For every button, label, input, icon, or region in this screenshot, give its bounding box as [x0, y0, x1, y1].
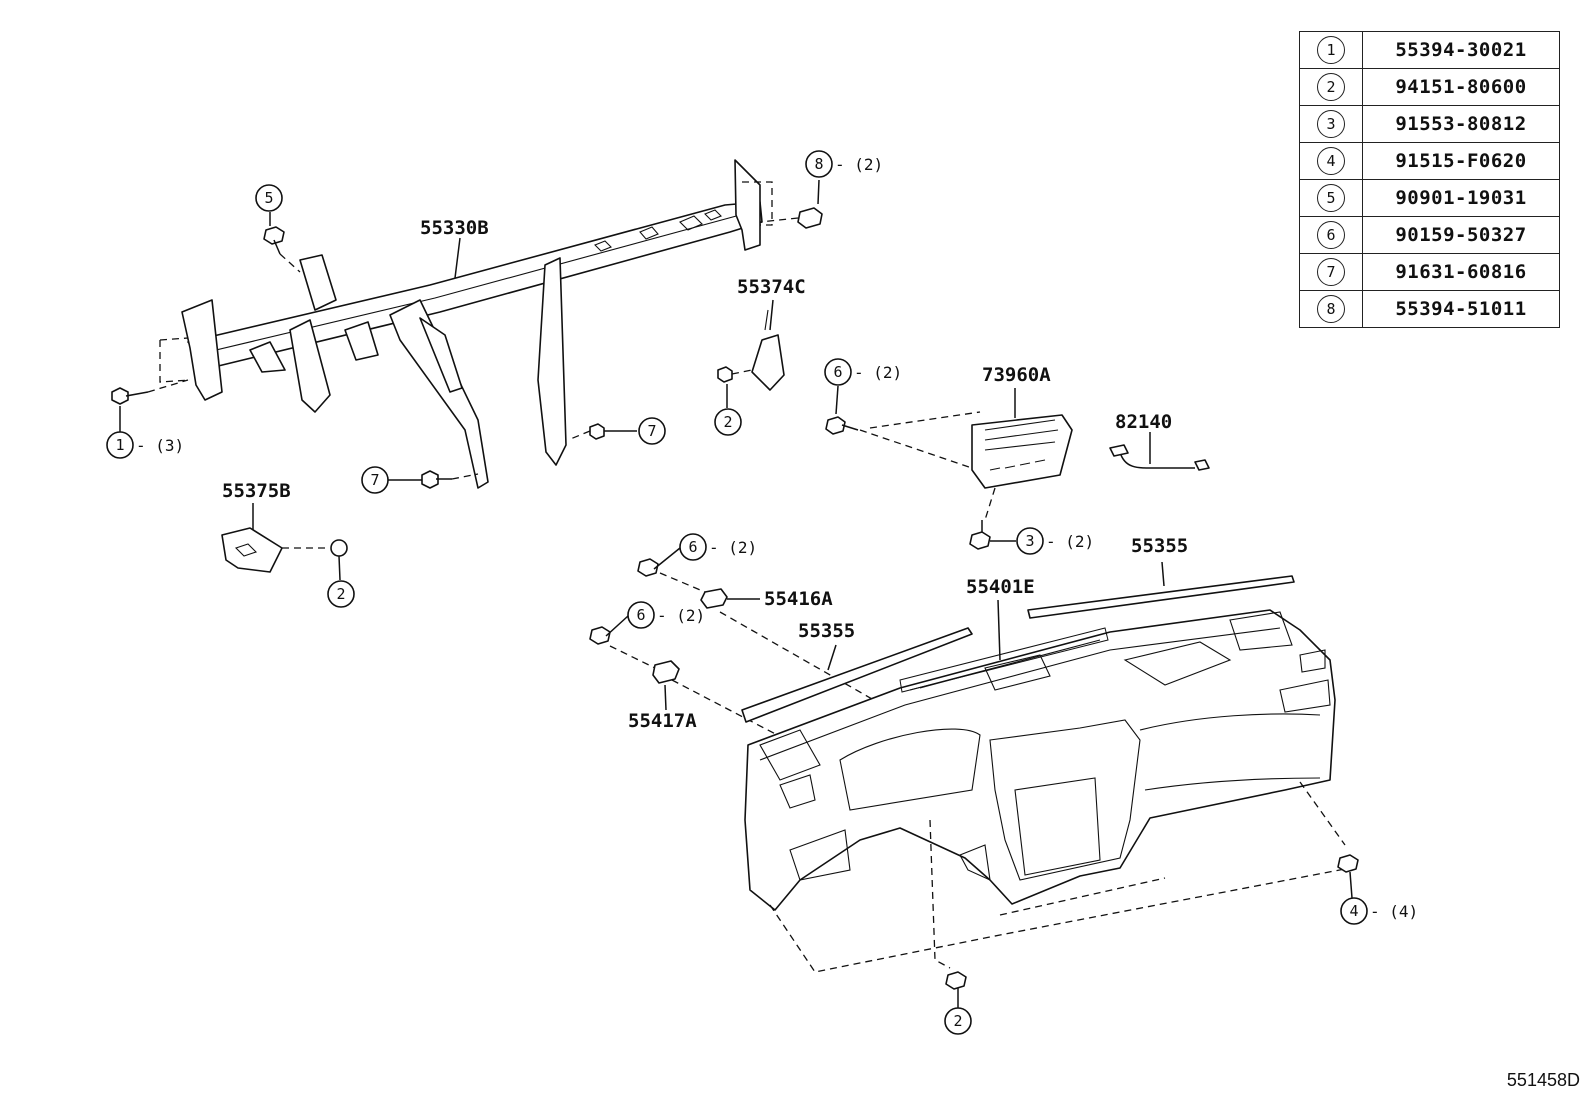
svg-text:2: 2	[336, 585, 345, 603]
legend-part-number: 55394-51011	[1362, 290, 1560, 328]
parts-legend-table: 1 55394-30021 2 94151-80600 3 91553-80812 4 915…	[1299, 31, 1560, 328]
legend-row: 1 55394-30021	[1299, 31, 1560, 69]
callout-2-bottom: 2	[944, 1007, 972, 1035]
svg-text:- (2): - (2)	[835, 155, 883, 174]
bolt-7-mid-icon	[567, 423, 637, 441]
bolt-3-icon	[969, 520, 1016, 550]
callout-5: 5	[255, 184, 283, 212]
svg-text:- (2): - (2)	[854, 363, 902, 382]
diagram-id: 551458D	[1506, 1070, 1580, 1090]
legend-ref-number: 6	[1317, 221, 1345, 249]
legend-row: 2 94151-80600	[1299, 68, 1560, 106]
callout-7-mid: 7	[638, 417, 666, 445]
label-55417A: 55417A	[628, 710, 697, 732]
svg-text:7: 7	[370, 471, 379, 489]
bolt-6-low-icon	[589, 615, 656, 669]
label-55416A: 55416A	[764, 588, 833, 610]
legend-part-number: 90901-19031	[1362, 179, 1560, 217]
legend-part-number: 91553-80812	[1362, 105, 1560, 143]
svg-text:5: 5	[264, 189, 273, 207]
clip-55417A-icon	[652, 660, 811, 753]
callout-6-mid: 6 - (2)	[679, 533, 757, 561]
label-55355-right: 55355	[1131, 535, 1188, 557]
label-55330B: 55330B	[420, 217, 489, 239]
callout-1: 1 - (3)	[106, 431, 184, 459]
legend-row: 3 91553-80812	[1299, 105, 1560, 143]
svg-text:- (2): - (2)	[657, 606, 705, 625]
bolt-7-low-icon	[388, 470, 479, 489]
bolt-8-icon	[759, 179, 823, 229]
legend-row: 4 91515-F0620	[1299, 142, 1560, 180]
label-82140: 82140	[1115, 411, 1172, 433]
callout-7-low: 7	[361, 466, 389, 494]
svg-text:1: 1	[115, 436, 124, 454]
bracket-55375B-icon	[221, 503, 348, 581]
legend-part-number: 55394-30021	[1362, 31, 1560, 69]
label-55374C: 55374C	[737, 276, 806, 298]
legend-part-number: 90159-50327	[1362, 216, 1560, 254]
legend-row: 8 55394-51011	[1299, 290, 1560, 328]
legend-row: 7 91631-60816	[1299, 253, 1560, 291]
bolt-6-mid-icon	[637, 547, 706, 593]
callout-4: 4 - (4)	[1340, 897, 1418, 925]
label-73960A: 73960A	[982, 364, 1051, 386]
bolt-5-icon	[263, 212, 301, 273]
svg-text:2: 2	[723, 413, 732, 431]
legend-part-number: 91631-60816	[1362, 253, 1560, 291]
callout-3: 3 - (2)	[1016, 527, 1094, 555]
airbag-73960A-icon	[859, 388, 1073, 521]
svg-text:- (2): - (2)	[709, 538, 757, 557]
svg-text:4: 4	[1349, 902, 1358, 920]
callout-2-left: 2	[327, 580, 355, 608]
svg-text:- (4): - (4)	[1370, 902, 1418, 921]
legend-part-number: 91515-F0620	[1362, 142, 1560, 180]
svg-text:2: 2	[953, 1012, 962, 1030]
instrument-panel-55401E	[744, 599, 1351, 973]
moulding-55355-right-icon	[1027, 561, 1295, 619]
label-55355-left: 55355	[798, 620, 855, 642]
svg-text:- (2): - (2)	[1046, 532, 1094, 551]
callout-8: 8 - (2)	[805, 150, 883, 178]
bolt-4-icon	[1337, 854, 1359, 899]
callout-6-upper: 6 - (2)	[824, 358, 902, 386]
bracket-55374C-icon	[717, 299, 785, 408]
legend-part-number: 94151-80600	[1362, 68, 1560, 106]
legend-ref-number: 4	[1317, 147, 1345, 175]
legend-ref-number: 1	[1317, 36, 1345, 64]
instrument-panel-reinforcement	[159, 159, 773, 489]
legend-row: 5 90901-19031	[1299, 179, 1560, 217]
moulding-55355-left-icon	[741, 627, 973, 723]
legend-ref-number: 3	[1317, 110, 1345, 138]
svg-text:8: 8	[814, 155, 823, 173]
svg-text:6: 6	[688, 538, 697, 556]
svg-text:6: 6	[833, 363, 842, 381]
callout-6-low: 6 - (2)	[627, 601, 705, 629]
label-55375B: 55375B	[222, 480, 291, 502]
nut-2-lower-icon	[945, 971, 967, 1008]
legend-ref-number: 2	[1317, 73, 1345, 101]
bolt-1-icon	[111, 379, 189, 432]
svg-text:6: 6	[636, 606, 645, 624]
callout-2-upper: 2	[714, 408, 742, 436]
label-55401E: 55401E	[966, 576, 1035, 598]
harness-82140-icon	[1109, 432, 1210, 471]
svg-text:- (3): - (3)	[136, 436, 184, 455]
legend-ref-number: 7	[1317, 258, 1345, 286]
svg-text:7: 7	[647, 422, 656, 440]
legend-row: 6 90159-50327	[1299, 216, 1560, 254]
legend-ref-number: 5	[1317, 184, 1345, 212]
svg-text:3: 3	[1025, 532, 1034, 550]
legend-ref-number: 8	[1317, 295, 1345, 323]
bolt-6-upper-icon	[825, 385, 859, 435]
